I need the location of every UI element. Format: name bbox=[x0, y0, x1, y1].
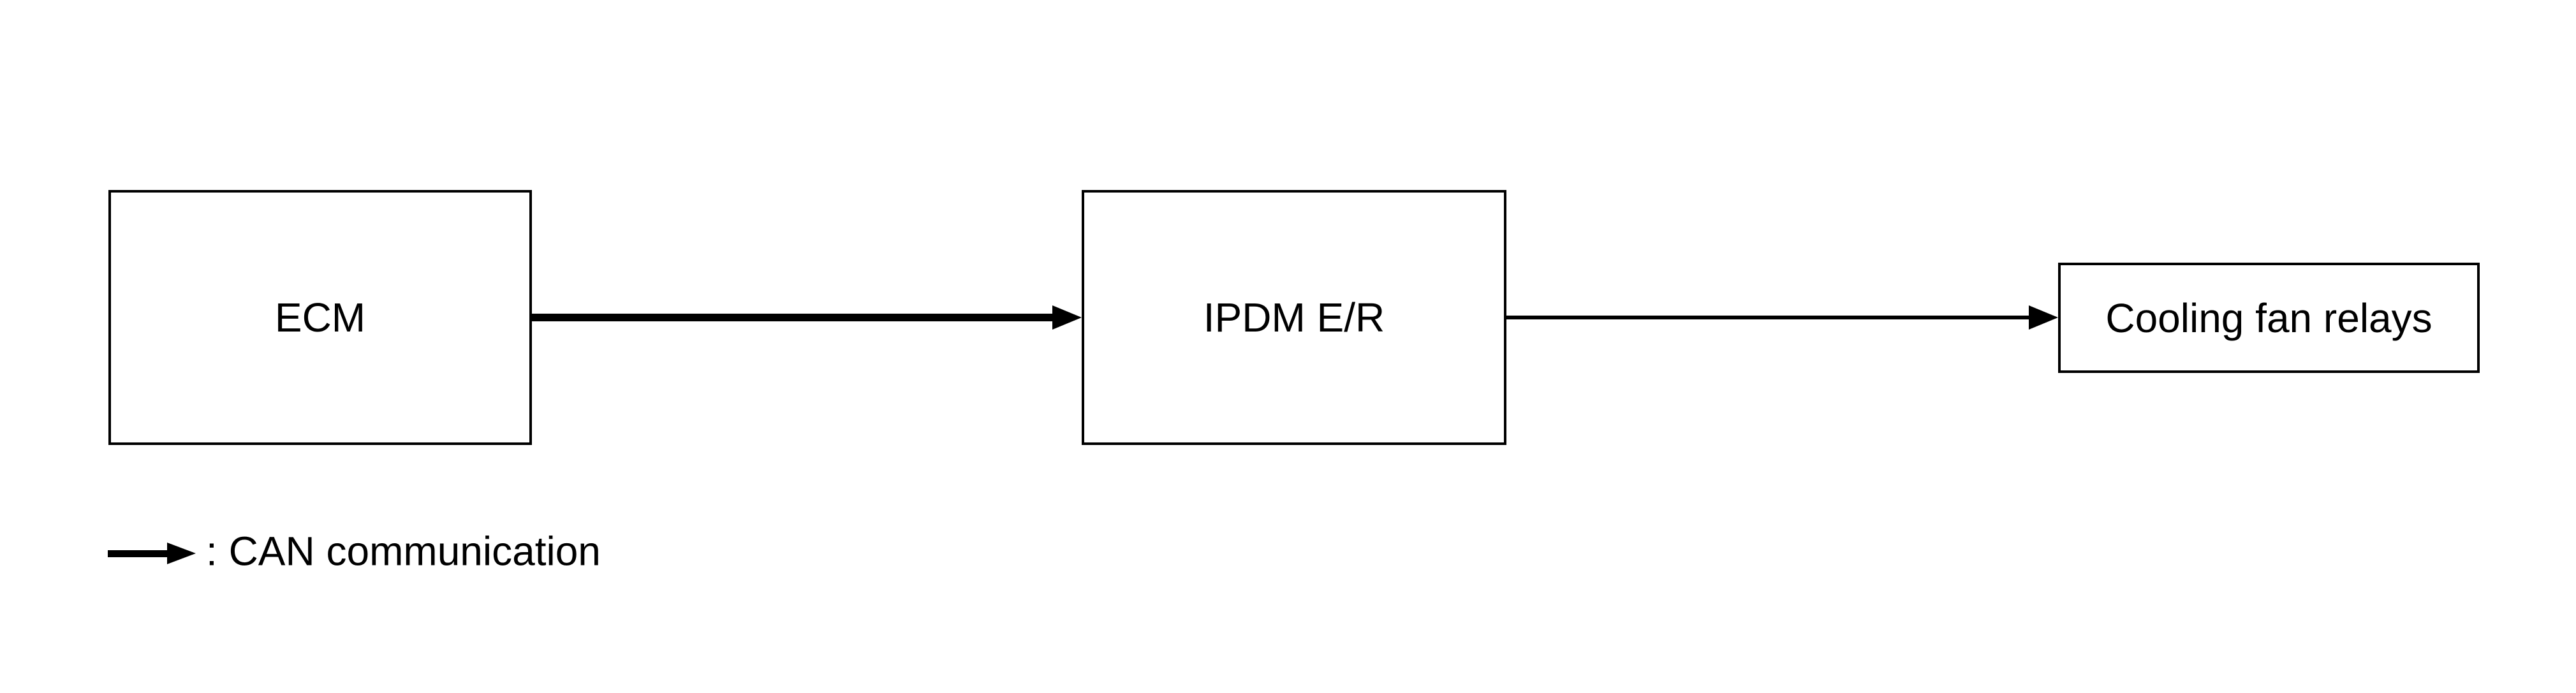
node-cooling-fan-relays-label: Cooling fan relays bbox=[2105, 295, 2432, 341]
node-ipdm-er: IPDM E/R bbox=[1082, 190, 1506, 445]
legend-can-arrowhead-icon bbox=[167, 543, 196, 564]
can-arrowhead-icon bbox=[1052, 305, 1082, 330]
node-cooling-fan-relays: Cooling fan relays bbox=[2058, 263, 2480, 373]
node-ecm: ECM bbox=[108, 190, 532, 445]
legend-can-arrow-shaft bbox=[108, 550, 168, 557]
legend-label: : CAN communication bbox=[206, 528, 601, 574]
output-arrow-shaft bbox=[1505, 316, 2029, 319]
output-arrowhead-icon bbox=[2029, 305, 2058, 330]
node-ipdm-er-label: IPDM E/R bbox=[1203, 295, 1385, 340]
node-ecm-label: ECM bbox=[274, 295, 366, 340]
can-arrow-shaft bbox=[532, 314, 1054, 321]
